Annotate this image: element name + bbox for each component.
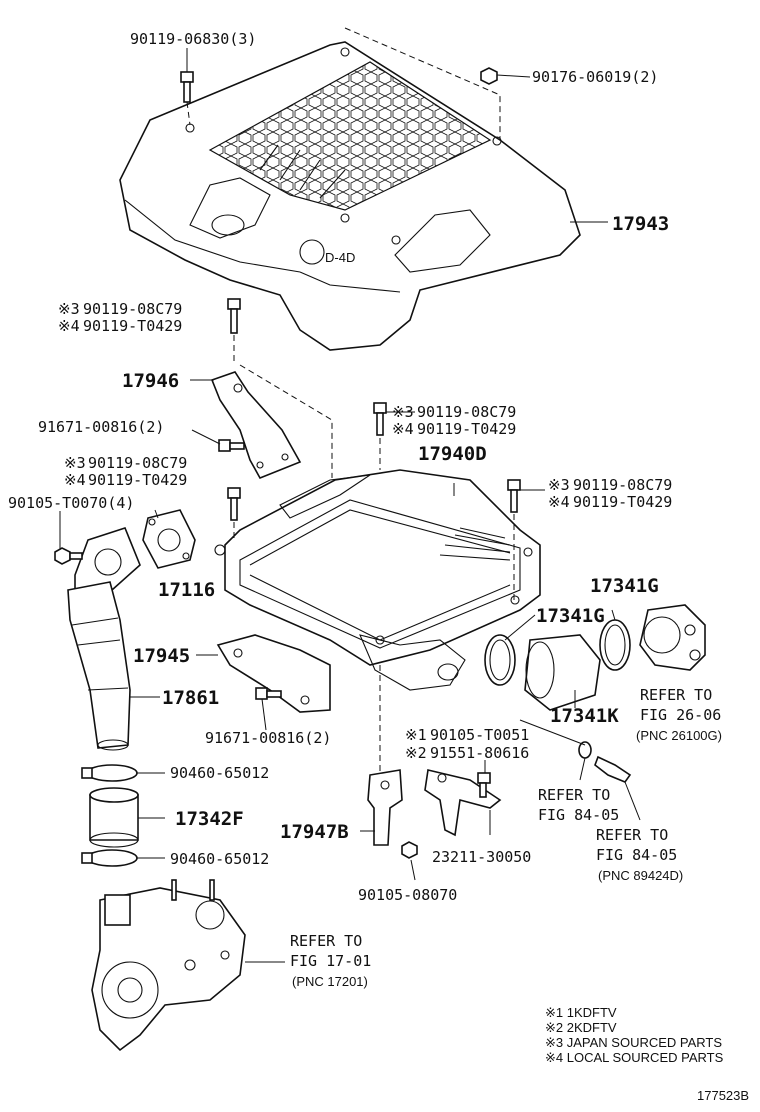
turbocharger	[91, 879, 246, 1052]
label-17341g-right: 17341G	[590, 575, 659, 597]
label-90119-06830: 90119-06830(3)	[130, 30, 256, 48]
label-17342f: 17342F	[175, 808, 244, 830]
bracket-17946	[210, 371, 302, 480]
marker-1: ※1	[405, 726, 427, 744]
fig-26-06: FIG 26-06	[640, 706, 721, 724]
pnc-26100g: (PNC 26100G)	[636, 728, 722, 743]
bracket-17945	[216, 634, 331, 713]
nut-90176-06019	[480, 67, 498, 85]
bolt-90105-08070	[401, 841, 418, 859]
label-17946: 17946	[122, 370, 179, 392]
label-91551-80616: 91551-80616	[430, 744, 529, 762]
marker-3-c: ※3	[64, 454, 86, 472]
bolt-90105-t0070	[54, 547, 83, 565]
bolt-91671-00816-a	[218, 439, 245, 452]
label-90119-t0429-a: 90119-T0429	[83, 317, 182, 335]
marker-3-d: ※3	[548, 476, 570, 494]
hose-17341k	[524, 634, 601, 711]
o-ring	[578, 741, 592, 759]
label-90460-65012-upper: 90460-65012	[170, 764, 269, 782]
label-17341k: 17341K	[550, 705, 619, 727]
label-17861: 17861	[162, 687, 219, 709]
label-17943: 17943	[612, 213, 669, 235]
marker-2: ※2	[405, 744, 427, 762]
legend: ※1 1KDFTV ※2 2KDFTV ※3 JAPAN SOURCED PAR…	[545, 1005, 724, 1065]
bracket-17947b	[367, 769, 403, 846]
marker-4-b: ※4	[392, 420, 414, 438]
label-17341g-left: 17341G	[536, 605, 605, 627]
label-17940d: 17940D	[418, 443, 487, 465]
bolt-90119-08c79-a	[227, 298, 241, 334]
label-17947b: 17947B	[280, 821, 349, 843]
gasket-17116	[142, 509, 196, 569]
hose-17342f	[89, 787, 139, 848]
marker-3-a: ※3	[58, 300, 80, 318]
engine-cover-17943: D-4D	[119, 41, 581, 351]
bolt-90105-t0051	[477, 772, 491, 798]
label-91671-00816-b: 91671-00816(2)	[205, 729, 331, 747]
label-90119-t0429-b: 90119-T0429	[417, 420, 516, 438]
bolt-90119-08c79-b	[373, 402, 387, 436]
label-90105-t0070: 90105-T0070(4)	[8, 494, 134, 512]
legend-item-4: ※4 LOCAL SOURCED PARTS	[545, 1050, 724, 1065]
label-90119-t0429-c: 90119-T0429	[88, 471, 187, 489]
label-90119-t0429-d: 90119-T0429	[573, 493, 672, 511]
intercooler-17940d	[214, 469, 541, 691]
bolt-91671-00816-b	[255, 687, 282, 700]
clamp-90460-65012-upper	[81, 764, 138, 782]
refer-to-c: REFER TO	[596, 826, 668, 844]
clamp-17341g-left	[484, 634, 516, 686]
marker-4-d: ※4	[548, 493, 570, 511]
refer-to-d: REFER TO	[290, 932, 362, 950]
label-90119-08c79-b: 90119-08C79	[417, 403, 516, 421]
legend-item-1: ※1 1KDFTV	[545, 1005, 617, 1020]
label-23211-30050: 23211-30050	[432, 848, 531, 866]
bolt-90119-08c79-c	[227, 487, 241, 521]
fig-84-05-b: FIG 84-05	[596, 846, 677, 864]
figure-id: 177523B	[697, 1088, 749, 1103]
pnc-89424d: (PNC 89424D)	[598, 868, 683, 883]
air-pipe-17861	[67, 527, 141, 751]
marker-4-c: ※4	[64, 471, 86, 489]
label-91671-00816-a: 91671-00816(2)	[38, 418, 164, 436]
label-90119-08c79-d: 90119-08C79	[573, 476, 672, 494]
bolt-90119-08c79-d	[507, 479, 521, 513]
label-90119-08c79-a: 90119-08C79	[83, 300, 182, 318]
marker-3-b: ※3	[392, 403, 414, 421]
fig-84-05-a: FIG 84-05	[538, 806, 619, 824]
refer-to-a: REFER TO	[640, 686, 712, 704]
legend-item-2: ※2 2KDFTV	[545, 1020, 617, 1035]
sensor-89424d	[594, 755, 632, 783]
label-90176-06019: 90176-06019(2)	[532, 68, 658, 86]
leader-lines	[59, 48, 641, 963]
label-90105-08070: 90105-08070	[358, 886, 457, 904]
label-90460-65012-lower: 90460-65012	[170, 850, 269, 868]
marker-4-a: ※4	[58, 317, 80, 335]
label-17945: 17945	[133, 645, 190, 667]
throttle-body	[639, 604, 706, 671]
bolt-90119-06830	[180, 71, 194, 103]
clamp-90460-65012-lower	[81, 849, 138, 867]
fig-17-01: FIG 17-01	[290, 952, 371, 970]
pnc-17201: (PNC 17201)	[292, 974, 368, 989]
legend-item-3: ※3 JAPAN SOURCED PARTS	[545, 1035, 722, 1050]
refer-to-b: REFER TO	[538, 786, 610, 804]
clamp-17341g-right	[599, 619, 631, 671]
engine-cover-logo-text: D-4D	[325, 250, 355, 265]
label-17116: 17116	[158, 579, 215, 601]
label-90105-t0051: 90105-T0051	[430, 726, 529, 744]
label-90119-08c79-c: 90119-08C79	[88, 454, 187, 472]
